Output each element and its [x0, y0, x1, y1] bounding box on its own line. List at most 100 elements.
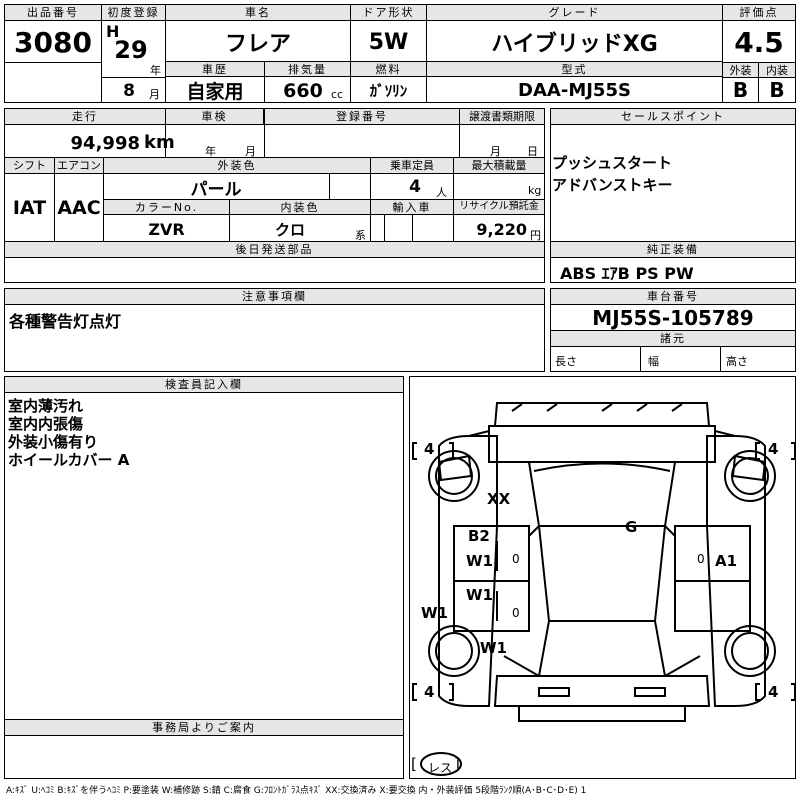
- chassis-number: MJ55S-105789: [592, 306, 754, 330]
- damage-mark-w1-front-door: W1: [466, 552, 493, 570]
- dim-divider-1: [640, 346, 641, 372]
- later-parts-label: 後日発送部品: [4, 241, 545, 258]
- lot-number: 3080: [14, 25, 92, 59]
- interior-color-unit: 系: [355, 229, 366, 242]
- exterior-color: パール: [190, 179, 242, 200]
- doc-month-unit: 月: [490, 145, 501, 158]
- spare-tire-status: レス: [428, 761, 453, 775]
- door-handle-mark-1: 0: [512, 552, 520, 566]
- import-subdivider: [412, 215, 413, 242]
- history-label: 車歴: [165, 61, 265, 77]
- displacement-unit: cc: [331, 88, 344, 101]
- door-handle-mark-2: 0: [512, 606, 520, 620]
- fuel-label: 燃料: [350, 61, 427, 77]
- import-label: 輸入車: [370, 199, 454, 215]
- sales-point-2: アドバンストキー: [552, 176, 673, 194]
- interior-grade-box: [758, 77, 796, 103]
- color-no-divider: [229, 199, 230, 242]
- inspection-divider: [264, 108, 265, 158]
- model-code-label: 型式: [426, 61, 723, 77]
- damage-mark-xx: XX: [487, 490, 511, 508]
- document-deadline-label: 譲渡書類期限: [459, 108, 545, 125]
- notes-text: 各種警告灯点灯: [9, 312, 122, 331]
- inspector-line-4: ホイールカバー A: [8, 451, 130, 469]
- inspection-month-unit: 月: [245, 145, 256, 158]
- exterior-grade-label: 外装: [722, 62, 759, 78]
- damage-mark-w1-rear-quarter: W1: [480, 639, 507, 657]
- exterior-color-label: 外装色: [103, 157, 371, 174]
- inspection-label: 車検: [165, 108, 264, 125]
- damage-mark-a1: A1: [715, 552, 738, 570]
- displacement: 660: [283, 80, 323, 102]
- model-code: DAA-MJ55S: [518, 79, 631, 101]
- height-label: 高さ: [726, 355, 748, 368]
- tire-rear-right-tread: 4: [768, 683, 779, 701]
- inspector-label: 検査員記入欄: [4, 376, 404, 393]
- first-registration-label: 初度登録: [101, 4, 166, 21]
- mileage-label: 走行: [4, 108, 166, 125]
- import-subdivider-2: [384, 215, 385, 242]
- car-diagram: [412, 402, 796, 776]
- max-load-unit: kg: [528, 184, 542, 197]
- damage-mark-b2: B2: [468, 527, 490, 545]
- inspector-line-1: 室内薄汚れ: [8, 397, 84, 415]
- era: H: [106, 22, 120, 41]
- recycle-fee-label: リサイクル預託金: [453, 199, 545, 215]
- tire-front-left-tread: 4: [424, 440, 435, 458]
- vehicle-history: 自家用: [186, 80, 244, 103]
- aircon-label: エアコン: [54, 157, 104, 174]
- mileage: 94,998: [70, 132, 140, 154]
- capacity-unit: 人: [436, 186, 447, 199]
- shift-type: IAT: [12, 197, 47, 219]
- tire-front-right-tread: 4: [768, 440, 779, 458]
- reg-divider: [101, 77, 166, 78]
- registration-year: 29: [114, 36, 148, 64]
- displacement-label: 排気量: [264, 61, 351, 77]
- aircon-type: AAC: [57, 197, 101, 219]
- chassis-label: 車台番号: [550, 288, 796, 305]
- color-number: ZVR: [148, 220, 185, 239]
- ext-color-subdivider: [329, 174, 330, 200]
- lot-number-label: 出品番号: [4, 4, 102, 21]
- interior-grade: B: [769, 78, 785, 102]
- interior-color: クロ: [274, 221, 305, 239]
- spare-tire-bracket-right: ]: [454, 755, 460, 773]
- door-type-label: ドア形状: [350, 4, 427, 21]
- registration-month: 8: [123, 81, 135, 101]
- shift-divider: [54, 157, 55, 242]
- inspection-year-unit: 年: [205, 145, 216, 158]
- seating-capacity: 4: [409, 177, 421, 197]
- spare-tire-bracket-left: [: [411, 755, 417, 773]
- width-label: 幅: [648, 355, 659, 368]
- tire-rear-left-tread: 4: [424, 683, 435, 701]
- dimensions-label: 諸元: [550, 330, 796, 347]
- office-label: 事務局よりご案内: [4, 719, 404, 736]
- damage-mark-g: G: [625, 518, 638, 536]
- mileage-unit: km: [144, 132, 175, 153]
- notes-label: 注意事項欄: [4, 288, 545, 305]
- interior-grade-label: 内装: [758, 62, 796, 78]
- recycle-fee-unit: 円: [530, 229, 541, 242]
- capacity-label: 乗車定員: [370, 157, 454, 174]
- recycle-fee: 9,220: [476, 220, 527, 239]
- color-number-label: カラーNo.: [103, 199, 230, 215]
- grade-label: グレード: [426, 4, 723, 21]
- damage-mark-w1-rear-door: W1: [466, 586, 493, 604]
- sales-points-label: セールスポイント: [550, 108, 796, 125]
- lot-divider: [4, 62, 102, 63]
- length-label: 長さ: [555, 355, 577, 368]
- inspector-line-2: 室内内張傷: [8, 415, 84, 433]
- legend: A:ｷｽﾞ U:ﾍｺﾐ B:ｷｽﾞを伴うﾍｺﾐ P:要塗装 W:補修跡 S:錆 …: [6, 786, 587, 796]
- reg-no-divider: [459, 108, 460, 158]
- month-unit: 月: [149, 88, 160, 101]
- registration-number-label: 登録番号: [264, 108, 460, 125]
- fuel-type: ｶﾞｿﾘﾝ: [369, 81, 408, 100]
- score-label: 評価点: [722, 4, 796, 21]
- dim-divider-2: [720, 346, 721, 372]
- door-type: 5W: [368, 29, 409, 55]
- year-unit: 年: [150, 64, 161, 77]
- inspector-line-3: 外装小傷有り: [8, 433, 99, 451]
- damage-mark-w1-left-side: W1: [421, 604, 448, 622]
- equipment-label: 純正装備: [550, 241, 796, 258]
